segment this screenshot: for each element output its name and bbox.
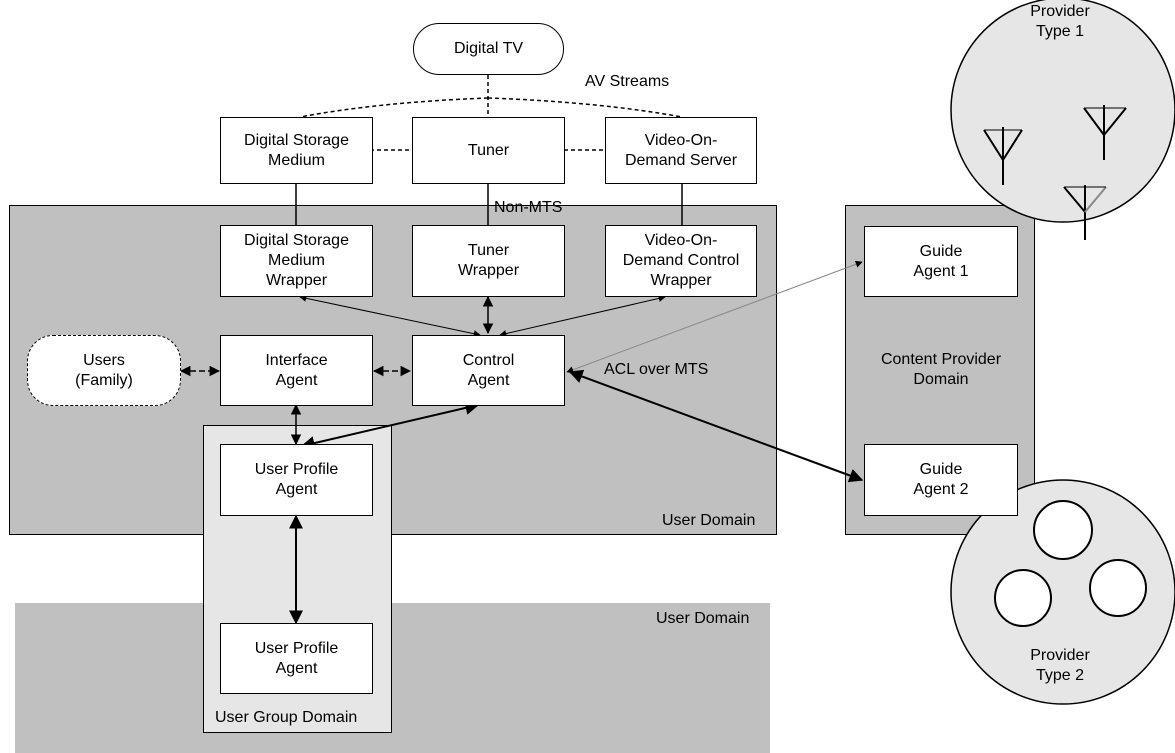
user-profile-agent-1-node: User Profile Agent	[220, 444, 373, 516]
users-node: Users (Family)	[27, 335, 181, 406]
dish-icon	[994, 569, 1052, 627]
antenna-icon	[983, 127, 1023, 185]
user-domain-2-label: User Domain	[656, 610, 750, 627]
interface-agent-node: Interface Agent	[220, 335, 373, 406]
user-group-domain-label: User Group Domain	[215, 709, 358, 726]
control-agent-node: Control Agent	[412, 335, 565, 406]
acl-over-mts-label: ACL over MTS	[604, 361, 709, 378]
provider-type-2-label: Provider Type 2	[1030, 647, 1090, 684]
dish-icon	[1033, 500, 1093, 560]
digital-tv-node: Digital TV	[413, 23, 564, 75]
user-domain-2-region	[15, 603, 770, 753]
tuner-wrapper-node: Tuner Wrapper	[412, 225, 565, 297]
vod-wrapper-node: Video-On- Demand Control Wrapper	[605, 225, 757, 297]
tuner-node: Tuner	[412, 117, 565, 184]
non-mts-label: Non-MTS	[494, 199, 563, 216]
provider-type-1-label: Provider Type 1	[1030, 3, 1090, 40]
antenna-icon	[1083, 105, 1127, 160]
provider-type-1-circle	[950, 0, 1175, 223]
content-provider-domain-label: Content Provider Domain	[880, 351, 1002, 388]
provider-type-2-circle	[950, 479, 1175, 705]
vod-server-node: Video-On- Demand Server	[605, 117, 757, 184]
antenna-icon	[1063, 185, 1107, 240]
dsm-wrapper-node: Digital Storage Medium Wrapper	[220, 225, 373, 297]
guide-agent-1-node: Guide Agent 1	[864, 226, 1018, 297]
dish-icon	[1089, 559, 1147, 617]
digital-storage-medium-node: Digital Storage Medium	[220, 117, 373, 184]
guide-agent-2-node: Guide Agent 2	[864, 444, 1018, 516]
av-streams-label: AV Streams	[585, 73, 670, 90]
user-domain-1-label: User Domain	[662, 512, 756, 529]
user-profile-agent-2-node: User Profile Agent	[220, 623, 373, 694]
